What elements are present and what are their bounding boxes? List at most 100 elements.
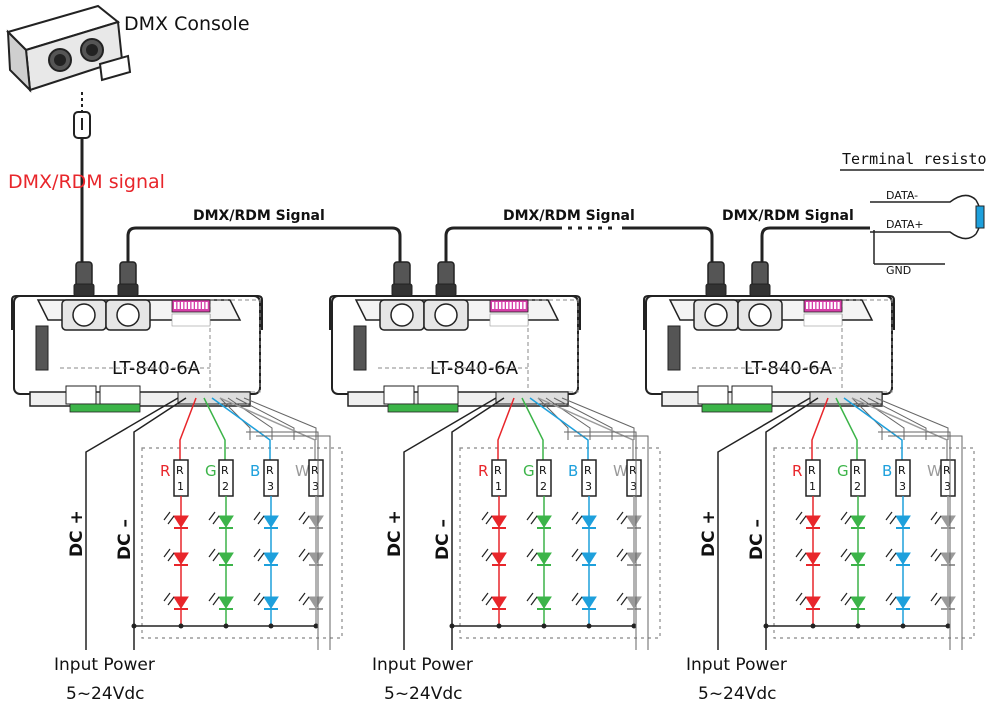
dip-switch [489, 299, 529, 313]
terminal-resistor: Terminal resistor DATA- DATA+ GND [840, 150, 987, 277]
resistor-label: R [584, 464, 592, 477]
resistor-label: R [898, 464, 906, 477]
resistor-index: 3 [585, 480, 592, 493]
resistor-index: 3 [267, 480, 274, 493]
led-diode-icon [805, 596, 821, 609]
led-diode-icon [626, 596, 642, 609]
terminal-resistor-label: Terminal resistor [842, 150, 987, 168]
led-diode-icon [581, 596, 597, 609]
channel-letter-g: G [205, 462, 217, 480]
power-terminal [383, 385, 415, 405]
led-diode-icon [263, 596, 279, 609]
xlr-plug-out [435, 261, 457, 297]
led-diode-icon [263, 515, 279, 528]
output-terminal [809, 391, 883, 405]
led-diode-icon [218, 515, 234, 528]
input-power-range: 5~24Vdc [384, 684, 462, 704]
led-diode-icon [895, 596, 911, 609]
channel-letter-g: G [837, 462, 849, 480]
data-plus-label: DATA+ [886, 218, 924, 231]
resistor-label: R [943, 464, 951, 477]
channel-letter-r: R [792, 462, 802, 480]
resistor-index: 2 [222, 480, 229, 493]
input-power-label: Input Power [372, 655, 473, 675]
input-power-label: Input Power [686, 655, 787, 675]
led-diode-icon [626, 515, 642, 528]
resistor-label: R [629, 464, 637, 477]
led-diode-icon [805, 515, 821, 528]
led-diode-icon [805, 552, 821, 565]
channel-letter-g: G [523, 462, 535, 480]
power-terminal [697, 385, 729, 405]
chain-signal-label-1: DMX/RDM Signal [193, 208, 325, 224]
resistor-label: R [266, 464, 274, 477]
channel-letter-w: W [613, 462, 628, 480]
led-diode-icon [940, 552, 956, 565]
resistor-label: R [311, 464, 319, 477]
led-diode-icon [308, 515, 324, 528]
led-diode-icon [850, 596, 866, 609]
dip-switch [803, 299, 843, 313]
channel-letter-r: R [478, 462, 488, 480]
led-diode-icon [895, 515, 911, 528]
xlr-plug-in [705, 261, 727, 297]
led-diode-icon [173, 515, 189, 528]
led-diode-icon [491, 552, 507, 565]
led-diode-icon [218, 552, 234, 565]
dmx-rdm-signal-label: DMX/RDM signal [8, 171, 165, 193]
decoder-model-label: LT-840-6A [112, 358, 201, 379]
chain-signal-label-3: DMX/RDM Signal [722, 208, 854, 224]
led-diode-icon [308, 596, 324, 609]
power-terminal [65, 385, 97, 405]
led-diode-icon [491, 596, 507, 609]
input-power-range: 5~24Vdc [698, 684, 776, 704]
resistor-label: R [808, 464, 816, 477]
decoder-model-label: LT-840-6A [430, 358, 519, 379]
led-diode-icon [263, 552, 279, 565]
chain-signal-label-2: DMX/RDM Signal [503, 208, 635, 224]
channel-letter-b: B [882, 462, 892, 480]
dc-plus-label: DC + [699, 510, 719, 557]
xlr-plug-in [73, 261, 95, 297]
led-strip-panel [141, 447, 343, 639]
decoder-model-label: LT-840-6A [744, 358, 833, 379]
resistor-label: R [221, 464, 229, 477]
dc-plus-label: DC + [385, 510, 405, 557]
led-diode-icon [626, 552, 642, 565]
output-terminal [495, 391, 569, 405]
channel-letter-b: B [250, 462, 260, 480]
resistor-index: 3 [312, 480, 319, 493]
dc-plus-label: DC + [67, 510, 87, 557]
led-strip-panel [773, 447, 975, 639]
led-diode-icon [536, 515, 552, 528]
xlr-connector-icon [73, 111, 91, 139]
channel-letter-r: R [160, 462, 170, 480]
led-diode-icon [850, 552, 866, 565]
resistor-index: 2 [540, 480, 547, 493]
resistor-index: 1 [495, 480, 502, 493]
resistor-index: 3 [944, 480, 951, 493]
led-diode-icon [173, 596, 189, 609]
dmx-console-icon [6, 4, 132, 93]
resistor-label: R [539, 464, 547, 477]
led-strip-panel [459, 447, 661, 639]
dc-minus-label: DC – [747, 519, 767, 560]
led-diode-icon [536, 596, 552, 609]
gnd-label: GND [886, 264, 911, 277]
data-minus-label: DATA- [886, 189, 918, 202]
xlr-plug-in [391, 261, 413, 297]
dip-switch [171, 299, 211, 313]
channel-letter-w: W [295, 462, 310, 480]
input-power-range: 5~24Vdc [66, 684, 144, 704]
led-diode-icon [173, 552, 189, 565]
channel-letter-b: B [568, 462, 578, 480]
resistor-label: R [494, 464, 502, 477]
led-diode-icon [218, 596, 234, 609]
resistor-label: R [176, 464, 184, 477]
output-terminal [177, 391, 251, 405]
dc-minus-label: DC – [115, 519, 135, 560]
led-diode-icon [581, 515, 597, 528]
